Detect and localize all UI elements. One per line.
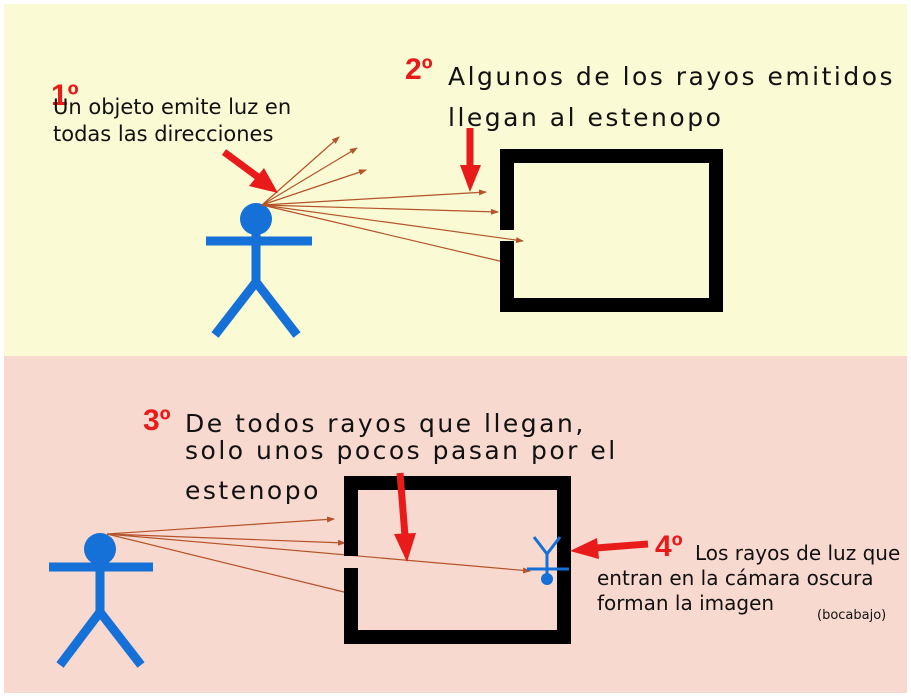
inverted-figure-head [541,573,553,585]
top-panel [4,4,907,356]
step-3-line-3: estenopo [185,476,321,505]
camera-obscura-box-icon [500,149,723,312]
step-1-line-2: todas las direcciones [53,122,273,146]
light-rays-top [261,136,524,265]
step-1-line-1: Un objeto emite luz en [53,95,291,119]
red-arrow-icon [570,538,649,559]
step-4-line-3: forman la imagen [597,591,774,615]
figure-head [84,533,116,565]
step-2-line-1: Algunos de los rayos emitidos [448,62,895,91]
step-2-number: 2º [405,53,433,86]
camera-obscura-box-icon [344,476,571,644]
step-4-number: 4º [655,530,683,563]
inverted-figure-icon [527,536,569,575]
step-4-note: (bocabajo) [817,608,886,623]
step-2-line-2: llegan al estenopo [448,103,723,132]
step-3-number: 3º [143,404,171,437]
step-3-line-2: solo unos pocos pasan por el [185,436,618,465]
red-arrow-icon [221,149,278,193]
figure-head [240,203,272,235]
red-arrow-icon [460,128,481,192]
step-3-line-1: De todos rayos que llegan, [185,409,586,438]
step-4-line-1: Los rayos de luz que [695,541,900,565]
step-1-number: 1º [51,79,79,112]
light-rays-bottom [106,516,531,596]
step-4-line-2: entran en la cámara oscura [597,566,873,590]
red-arrow-icon [394,472,416,562]
